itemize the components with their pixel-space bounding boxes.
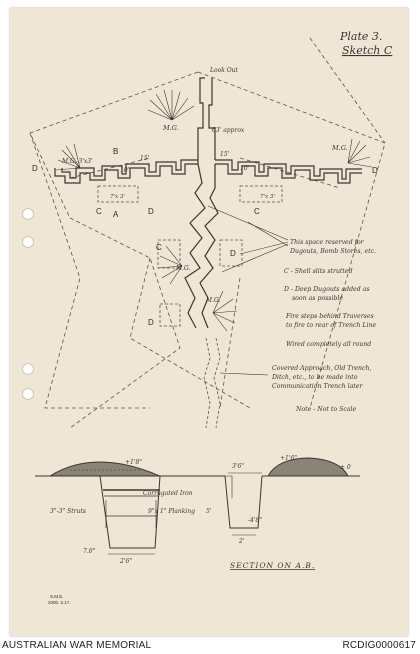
label-c: C [156, 243, 162, 252]
label-d: D [148, 207, 154, 216]
sme-stamp: S.M.E. 2000. 2.17. [48, 594, 71, 605]
wire-perimeter [29, 37, 386, 429]
covered-approach [213, 337, 221, 429]
dim-label: 2'6" [119, 558, 132, 565]
dim-label: +1'6" [280, 455, 297, 462]
planking-label: 9"x 1" Planking [148, 508, 195, 515]
mg-label: M.G. [205, 297, 221, 304]
parapet-mound [48, 461, 161, 477]
look-out-label: Look Out [209, 67, 239, 74]
document-sheet: Plate 3. Sketch C [10, 8, 408, 636]
dim-label: ± 0 [340, 464, 351, 471]
scale-note: Note - Not to Scale [295, 406, 356, 413]
dim-label: 3'6" [232, 463, 244, 470]
box-label: 7'x 3' [110, 194, 125, 200]
dim-label: 15' [140, 155, 150, 162]
trench-line [54, 77, 362, 329]
dim-label: 7.0" [83, 548, 96, 555]
section-title: SECTION ON A.B. [230, 561, 315, 570]
punch-hole [22, 236, 34, 248]
dim-label: 10' [120, 167, 130, 174]
legend-fire-steps: Fire steps behind Traverses to fire to r… [285, 313, 377, 329]
label-c: C [254, 207, 260, 216]
trench-section [35, 457, 360, 555]
label-d: D [148, 318, 154, 327]
dim-label: 5' [206, 508, 212, 515]
label-b: B [113, 147, 118, 156]
leader-lines [207, 205, 289, 376]
parados-mound [267, 457, 349, 477]
label-a: A [113, 210, 119, 219]
trench-diagram: Plate 3. Sketch C [29, 30, 393, 605]
footer-source: AUSTRALIAN WAR MEMORIAL [2, 640, 152, 651]
punch-hole [22, 363, 34, 375]
plate-title: Plate 3. [339, 30, 382, 43]
dugout-outlines [97, 185, 283, 327]
legend-covered-approach: Covered Approach, Old Trench, Ditch, etc… [271, 365, 373, 390]
dim-label: -4'8" [248, 517, 262, 524]
label-c: C [96, 207, 102, 216]
dim-label: 2' [238, 538, 245, 545]
punch-hole [22, 208, 34, 220]
box-label: 7'x 3' [260, 194, 275, 200]
legend-reserved: This space reserved for Dugouts, Bomb St… [289, 239, 376, 255]
mg-label: M.G. [175, 265, 191, 272]
struts-label: 3"-3" Struts [50, 508, 86, 515]
mg-dugout-label: M.G. 3'x3' [61, 158, 93, 165]
punch-hole [22, 388, 34, 400]
label-d: D [32, 164, 38, 173]
mg-label: M.G. [162, 124, 179, 132]
label-d: D [372, 166, 378, 175]
sketch-title: Sketch C [342, 44, 393, 57]
mg-fans [55, 89, 373, 332]
covered-approach [203, 337, 211, 429]
mg-label: M.G. [331, 144, 348, 152]
legend-deep-dugouts: D - Deep Dugouts added as soon as possib… [283, 286, 371, 302]
legend-wired: Wired completely all round [286, 341, 371, 348]
footer-bar: AUSTRALIAN WAR MEMORIAL RCDIG0000617 [0, 638, 420, 654]
label-d: D [230, 249, 236, 258]
footer-id: RCDIG0000617 [342, 640, 416, 651]
dim-label: 15' [220, 151, 230, 158]
corrugated-iron-label: Corrugated Iron [143, 490, 193, 497]
dimension-label: 63' approx [212, 127, 245, 134]
dim-label: 10' [240, 165, 250, 172]
dim-label: +1'8" [125, 459, 142, 466]
legend-shell-slits: C - Shell slits strutted [284, 268, 353, 275]
